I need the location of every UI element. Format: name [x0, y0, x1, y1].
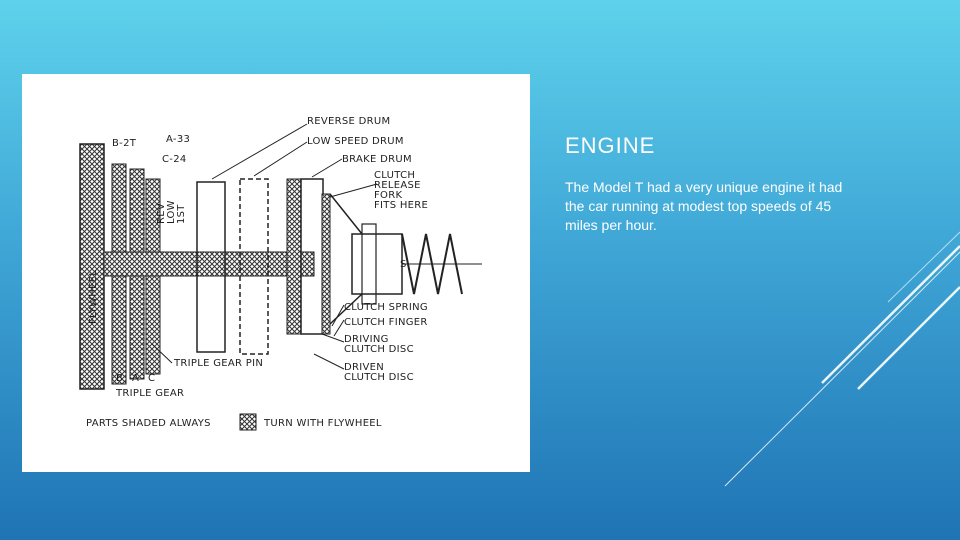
label-brake-drum: BRAKE DRUM: [342, 154, 412, 165]
label-driving-1: DRIVING: [344, 334, 389, 345]
label-b: B: [116, 373, 123, 384]
label-a: A: [132, 373, 139, 384]
label-clutch-release-1: CLUTCH: [374, 170, 415, 181]
reverse-drum-part: [196, 181, 226, 353]
label-triple-gear: TRIPLE GEAR: [115, 388, 184, 399]
label-clutch-finger: CLUTCH FINGER: [344, 317, 428, 328]
slide-title: ENGINE: [565, 133, 656, 158]
label-turn-with-flywheel: TURN WITH FLYWHEEL: [263, 418, 382, 429]
main-shaft: [103, 251, 315, 277]
label-clutch-release-2: RELEASE: [374, 180, 421, 191]
brake-drum-part: [286, 178, 302, 335]
label-driving-2: CLUTCH DISC: [344, 344, 414, 355]
engine-diagram: B-2T A-33 C-24 REVERSE DRUM LOW SPEED DR…: [22, 74, 530, 472]
flywheel-part: [79, 143, 105, 390]
label-low-speed-drum: LOW SPEED DRUM: [307, 136, 404, 147]
label-clutch-release-3: FORK: [374, 190, 402, 201]
label-s: S: [400, 259, 407, 270]
label-reverse-drum: REVERSE DRUM: [307, 116, 390, 127]
clutch-hub: [351, 233, 403, 295]
label-driven-2: CLUTCH DISC: [344, 372, 414, 383]
label-triple-gear-pin: TRIPLE GEAR PIN: [173, 358, 263, 369]
label-c: C: [148, 373, 155, 384]
label-c24: C-24: [162, 154, 187, 165]
label-flywheel: FLYWHEEL: [88, 270, 99, 324]
label-driven-1: DRIVEN: [344, 362, 384, 373]
slide-body-text: The Model T had a very unique engine it …: [565, 179, 843, 233]
low-speed-drum-part: [239, 178, 269, 355]
legend-swatch: [239, 413, 257, 431]
label-1st: 1ST: [176, 204, 187, 224]
label-a33: A-33: [166, 134, 190, 145]
label-clutch-spring: CLUTCH SPRING: [344, 302, 428, 313]
label-b2t: B-2T: [112, 138, 137, 149]
label-clutch-release-4: FITS HERE: [374, 200, 428, 211]
clutch-disc-stack: [321, 193, 331, 335]
label-rev: REV: [156, 203, 167, 224]
label-parts-shaded: PARTS SHADED ALWAYS: [86, 418, 211, 429]
label-low: LOW: [166, 200, 177, 224]
